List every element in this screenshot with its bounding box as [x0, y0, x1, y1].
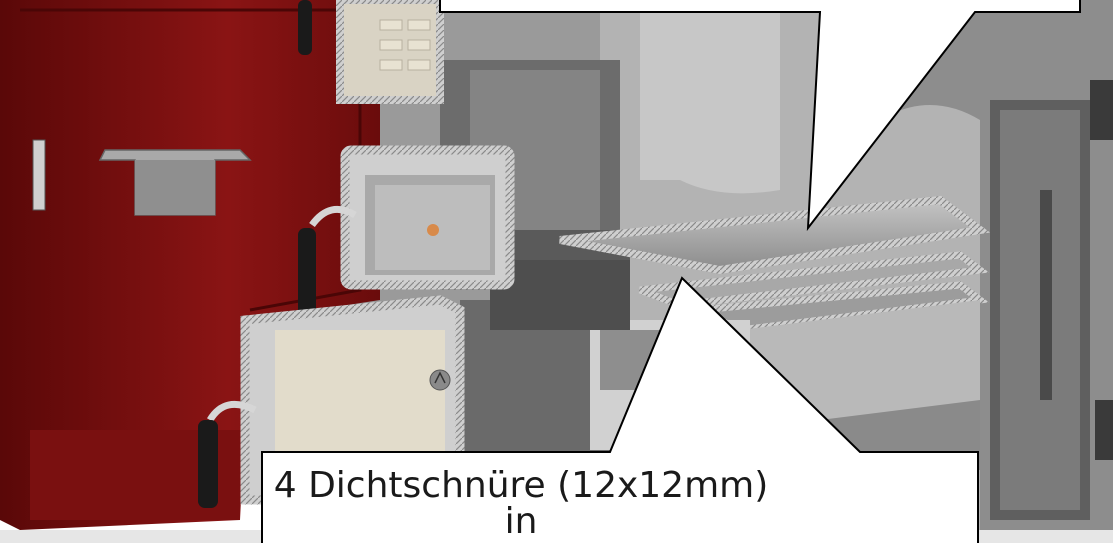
callout-bottom — [261, 276, 979, 543]
middle-door — [298, 145, 515, 318]
callout-bottom-text: 4 Dichtschnüre (12x12mm) in — [273, 465, 769, 542]
callout-top — [439, 0, 1081, 232]
boiler-door — [0, 0, 380, 530]
upper-door-panel — [336, 0, 444, 104]
